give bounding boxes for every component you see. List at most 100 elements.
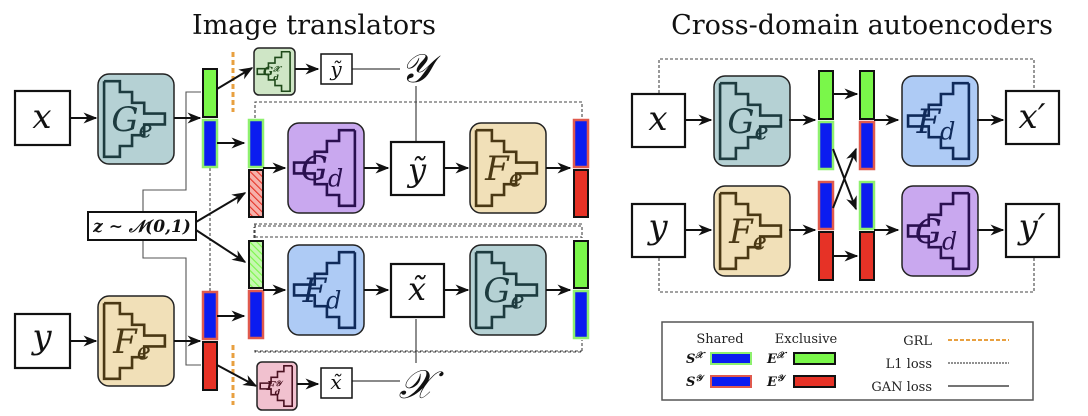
decoder-gd-left: Gd <box>287 122 365 214</box>
small-xtilde-label: x̃ <box>330 370 342 394</box>
arrow-shared-swap-y-to-x <box>832 147 857 209</box>
exclusive-x-block <box>573 240 589 289</box>
output-y-box: y′ <box>1004 202 1061 259</box>
staircase-glyph <box>906 191 971 271</box>
shared-y-block <box>572 118 590 169</box>
output-x-box: x′ <box>1004 89 1061 146</box>
legend-sx-symbol: S𝒳 <box>686 351 706 367</box>
input-x-box-right: x <box>630 92 687 149</box>
exclusive-y-block <box>818 231 834 281</box>
legend-shared-header: Shared <box>696 332 743 347</box>
block-label: Fe <box>112 322 151 366</box>
staircase-glyph <box>906 81 971 161</box>
block-label: Gd <box>301 149 343 193</box>
shared-y-block <box>817 180 835 231</box>
input-x-label: x <box>32 97 51 137</box>
translated-y-box: ỹ <box>389 140 446 197</box>
code-x-left <box>201 68 219 169</box>
staircase-glyph <box>102 79 167 159</box>
encoder-ge-left: Ge <box>97 73 175 165</box>
input-x-label: x <box>648 99 667 139</box>
decoder-fd-left: Fd <box>287 244 365 336</box>
shared-x-block <box>858 180 876 231</box>
arrow-noise-to-row1 <box>195 192 247 223</box>
noise-label: z ∼ 𝒩(0,1) <box>92 217 191 237</box>
legend: Shared Exclusive S𝒳 S𝒴 E𝒳 E𝒴 GRL L1 loss… <box>661 321 1034 401</box>
noise-routing-lines <box>142 91 201 366</box>
output-x-label: x′ <box>1019 97 1046 137</box>
input-y-label: y <box>646 207 668 247</box>
legend-ex-swatch <box>793 352 836 365</box>
translated-x-box: x̃ <box>389 262 446 319</box>
sampled-exclusive-y-block <box>248 169 264 218</box>
decoder-gd-right: Gd <box>901 185 979 277</box>
gan-loss-lines-left <box>352 68 417 382</box>
exclusive-y-block <box>573 169 589 218</box>
row2-code-output <box>572 240 590 340</box>
shared-x-block <box>572 289 590 340</box>
staircase-glyph <box>292 128 357 208</box>
legend-gan-label: GAN loss <box>871 380 932 395</box>
code-y-right <box>817 180 835 281</box>
block-label: Gd <box>915 212 957 256</box>
shared-y-block <box>201 290 219 341</box>
staircase-glyph <box>718 81 783 161</box>
code-y-left <box>201 290 219 391</box>
input-x-box: x <box>13 89 72 147</box>
legend-l1-label: L1 loss <box>886 357 932 372</box>
translated-x-label: x̃ <box>408 270 427 308</box>
block-label: Fe <box>728 212 767 256</box>
input-y-label: y <box>30 317 52 357</box>
block-frame <box>256 361 298 411</box>
shared-x-block <box>247 118 265 169</box>
legend-grl-label: GRL <box>903 334 932 349</box>
code-for-gd-right <box>858 180 876 281</box>
shared-x-block <box>817 120 835 171</box>
staircase-glyph <box>474 128 539 208</box>
exclusive-x-block <box>202 68 218 118</box>
block-label: Fe <box>484 149 523 193</box>
small-ytilde-label: ỹ <box>329 57 342 81</box>
domain-y-label: 𝒴 <box>400 46 441 92</box>
shared-y-block <box>858 120 876 171</box>
exclusive-y-block <box>202 341 218 391</box>
exclusive-x-block <box>818 70 834 120</box>
legend-exclusive-header: Exclusive <box>775 332 838 347</box>
legend-ey-symbol: E𝒴 <box>766 374 787 390</box>
noise-box: z ∼ 𝒩(0,1) <box>87 211 197 241</box>
row2-code-input <box>247 240 265 340</box>
code-for-fd-right <box>858 70 876 171</box>
encoder-fe-left: Fe <box>97 295 175 387</box>
small-xtilde-box: x̃ <box>320 367 353 399</box>
block-frame <box>253 47 296 96</box>
l1-loss-lines-right <box>658 58 1035 293</box>
block-label: Fd <box>302 271 342 315</box>
reencoder-fe: Fe <box>469 122 547 214</box>
staircase-glyph <box>259 365 294 407</box>
legend-sx-swatch <box>710 352 752 365</box>
decoder-fd-right: Fd <box>901 75 979 167</box>
staircase-glyph <box>292 250 357 330</box>
arrow-exclusive-y-to-disc <box>216 364 258 387</box>
code-x-right <box>817 70 835 171</box>
block-label: Ge <box>727 102 768 146</box>
small-ytilde-box: ỹ <box>320 53 353 85</box>
title-cross-domain-autoencoders: Cross-domain autoencoders <box>671 10 1053 41</box>
legend-ex-symbol: E𝒳 <box>766 351 788 367</box>
output-y-label: y′ <box>1017 207 1046 247</box>
arrow-exclusive-x-to-disc <box>216 67 254 90</box>
title-image-translators: Image translators <box>192 10 436 41</box>
block-label: Fd <box>916 102 956 146</box>
exclusive-x-block <box>859 70 875 120</box>
l1-loss-left-connectors <box>254 224 582 352</box>
exclusive-y-block <box>859 231 875 281</box>
input-y-box: y <box>13 312 72 370</box>
staircase-glyph <box>718 191 783 271</box>
encoder-ge-right: Ge <box>713 75 791 167</box>
block-label: Ge <box>483 271 524 315</box>
reencoder-ge: Ge <box>469 244 547 336</box>
staircase-glyph <box>102 301 167 381</box>
